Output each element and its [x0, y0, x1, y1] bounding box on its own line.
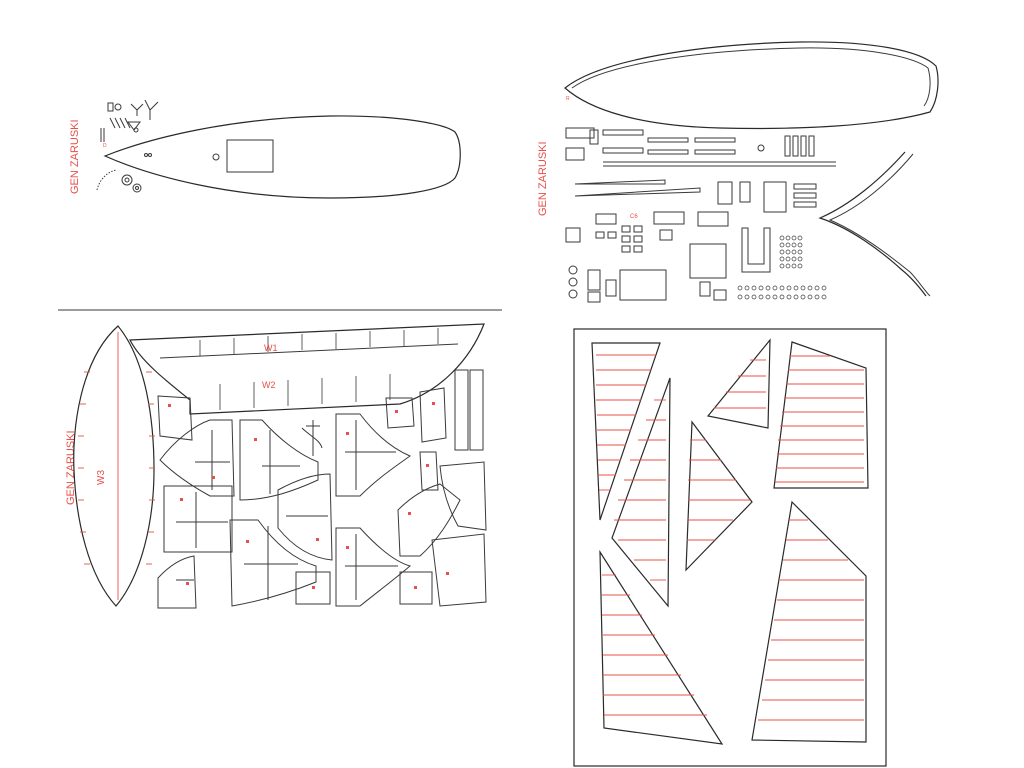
deck-small-parts: D	[96, 99, 159, 193]
deck-hatch	[226, 139, 274, 173]
svg-text:C6: C6	[630, 214, 638, 220]
svg-text:D: D	[103, 143, 107, 149]
deck-sheet-title: GEN ZARUSKI	[69, 119, 81, 194]
sail-5	[706, 338, 771, 429]
part-w1-label: W1	[264, 343, 278, 353]
sails-sheet	[573, 328, 887, 767]
sail-2	[611, 377, 671, 608]
parts-sheet: GEN ZARUSKI R	[537, 41, 939, 303]
parts-grids: C6	[565, 135, 817, 303]
part-w1-w2-outline	[129, 323, 485, 415]
frame-bulkheads	[157, 387, 487, 609]
strip-b	[469, 369, 484, 451]
sail-1	[591, 342, 661, 521]
sails-sheet-frame	[573, 328, 887, 767]
deck-sheet: GEN ZARUSKI D	[69, 99, 461, 199]
keel-curve	[818, 151, 927, 297]
sail-6	[773, 341, 869, 489]
strip-a	[454, 369, 469, 451]
sail-4	[685, 420, 753, 572]
svg-text:R: R	[566, 96, 570, 102]
parts-strips	[565, 127, 836, 197]
hull-top-outline	[564, 41, 939, 130]
dot-matrix-upper	[779, 235, 803, 269]
sail-7	[751, 500, 867, 743]
sail-3	[599, 549, 724, 745]
deck-outline	[103, 115, 461, 199]
frame-markers	[168, 402, 449, 589]
frames-sheet: GEN ZARUSKI W3 W1 W2	[65, 323, 487, 609]
part-w3-outline	[73, 325, 155, 607]
deck-mast-hole-fore-a	[144, 153, 148, 157]
deck-mast-hole-aft	[212, 153, 220, 161]
dot-matrix-lower	[737, 285, 827, 300]
deck-mast-hole-fore-b	[148, 153, 152, 157]
part-w3-label: W3	[96, 470, 107, 485]
parts-sheet-title: GEN ZARUSKI	[537, 141, 549, 216]
part-w2-label: W2	[262, 380, 276, 390]
